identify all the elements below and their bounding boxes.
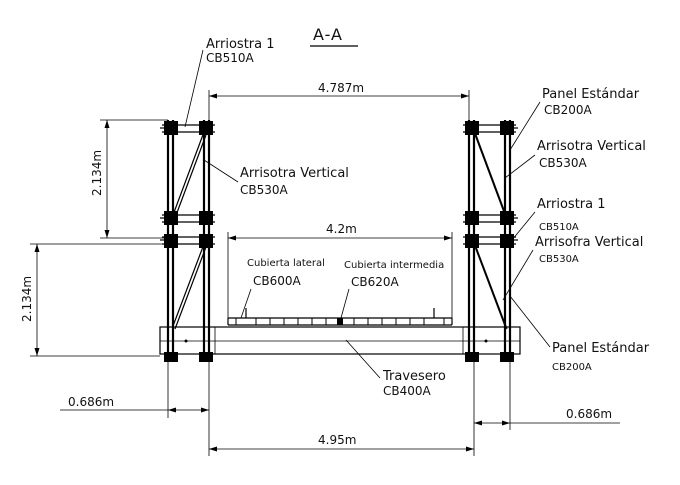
svg-text:4.95m: 4.95m [318, 433, 356, 447]
svg-text:0.686m: 0.686m [566, 407, 612, 421]
svg-text:Travesero: Travesero [382, 369, 446, 384]
label-right-vertical-bottom: Arrisofra Vertical CB530A [502, 235, 643, 301]
dim-height-lower: 2.134m [20, 243, 168, 357]
svg-text:CB510A: CB510A [206, 51, 255, 65]
svg-text:CB200A: CB200A [544, 103, 593, 117]
svg-text:0.686m: 0.686m [68, 395, 114, 409]
dim-offset-left: 0.686m [60, 362, 209, 418]
svg-text:Panel Estándar: Panel Estándar [542, 87, 640, 102]
svg-text:Arrisofra Vertical: Arrisofra Vertical [535, 235, 643, 250]
label-transom: Travesero CB400A [345, 339, 446, 398]
svg-text:Arriostra 1: Arriostra 1 [537, 197, 606, 212]
label-right-vertical-top: Arrisotra Vertical CB530A [504, 139, 646, 179]
right-truss [463, 120, 518, 362]
svg-text:CB400A: CB400A [383, 384, 432, 398]
svg-text:CB510A: CB510A [539, 222, 579, 233]
svg-text:Cubierta lateral: Cubierta lateral [247, 258, 325, 269]
label-deck-lateral: Cubierta lateral CB600A [240, 258, 325, 319]
svg-text:4.787m: 4.787m [318, 81, 364, 95]
svg-text:CB200A: CB200A [552, 362, 592, 373]
svg-text:Arrisotra Vertical: Arrisotra Vertical [240, 166, 349, 181]
dim-height-upper: 2.134m [90, 119, 168, 239]
dim-top-span: 4.787m [208, 81, 470, 120]
dim-inner-span: 4.2m [227, 222, 453, 318]
svg-text:CB530A: CB530A [240, 183, 289, 197]
label-left-vertical: Arrisotra Vertical CB530A [203, 159, 349, 197]
transom-beam [159, 326, 521, 355]
left-truss [160, 120, 215, 362]
label-right-panel-top: Panel Estándar CB200A [509, 87, 640, 151]
label-right-panel-bottom: Panel Estándar CB200A [509, 295, 650, 373]
svg-text:CB620A: CB620A [351, 275, 400, 289]
svg-text:Arriostra 1: Arriostra 1 [206, 37, 275, 52]
deck-panels [227, 308, 453, 326]
label-left-arriostra: Arriostra 1 CB510A [184, 37, 275, 128]
svg-text:2.134m: 2.134m [90, 150, 104, 196]
dim-bottom-span: 4.95m [208, 362, 475, 456]
svg-text:Arrisotra Vertical: Arrisotra Vertical [537, 139, 646, 154]
svg-text:Panel Estándar: Panel Estándar [552, 341, 650, 356]
label-right-arriostra: Arriostra 1 CB510A [511, 197, 606, 241]
svg-text:CB530A: CB530A [539, 254, 579, 265]
svg-text:Cubierta intermedia: Cubierta intermedia [344, 260, 444, 271]
dim-offset-right: 0.686m [474, 362, 620, 430]
section-title: A-A [313, 25, 343, 44]
svg-text:4.2m: 4.2m [326, 222, 357, 236]
svg-text:CB600A: CB600A [253, 274, 302, 288]
svg-text:CB530A: CB530A [539, 156, 588, 170]
label-deck-intermediate: Cubierta intermedia CB620A [340, 260, 444, 319]
svg-text:2.134m: 2.134m [20, 276, 34, 322]
